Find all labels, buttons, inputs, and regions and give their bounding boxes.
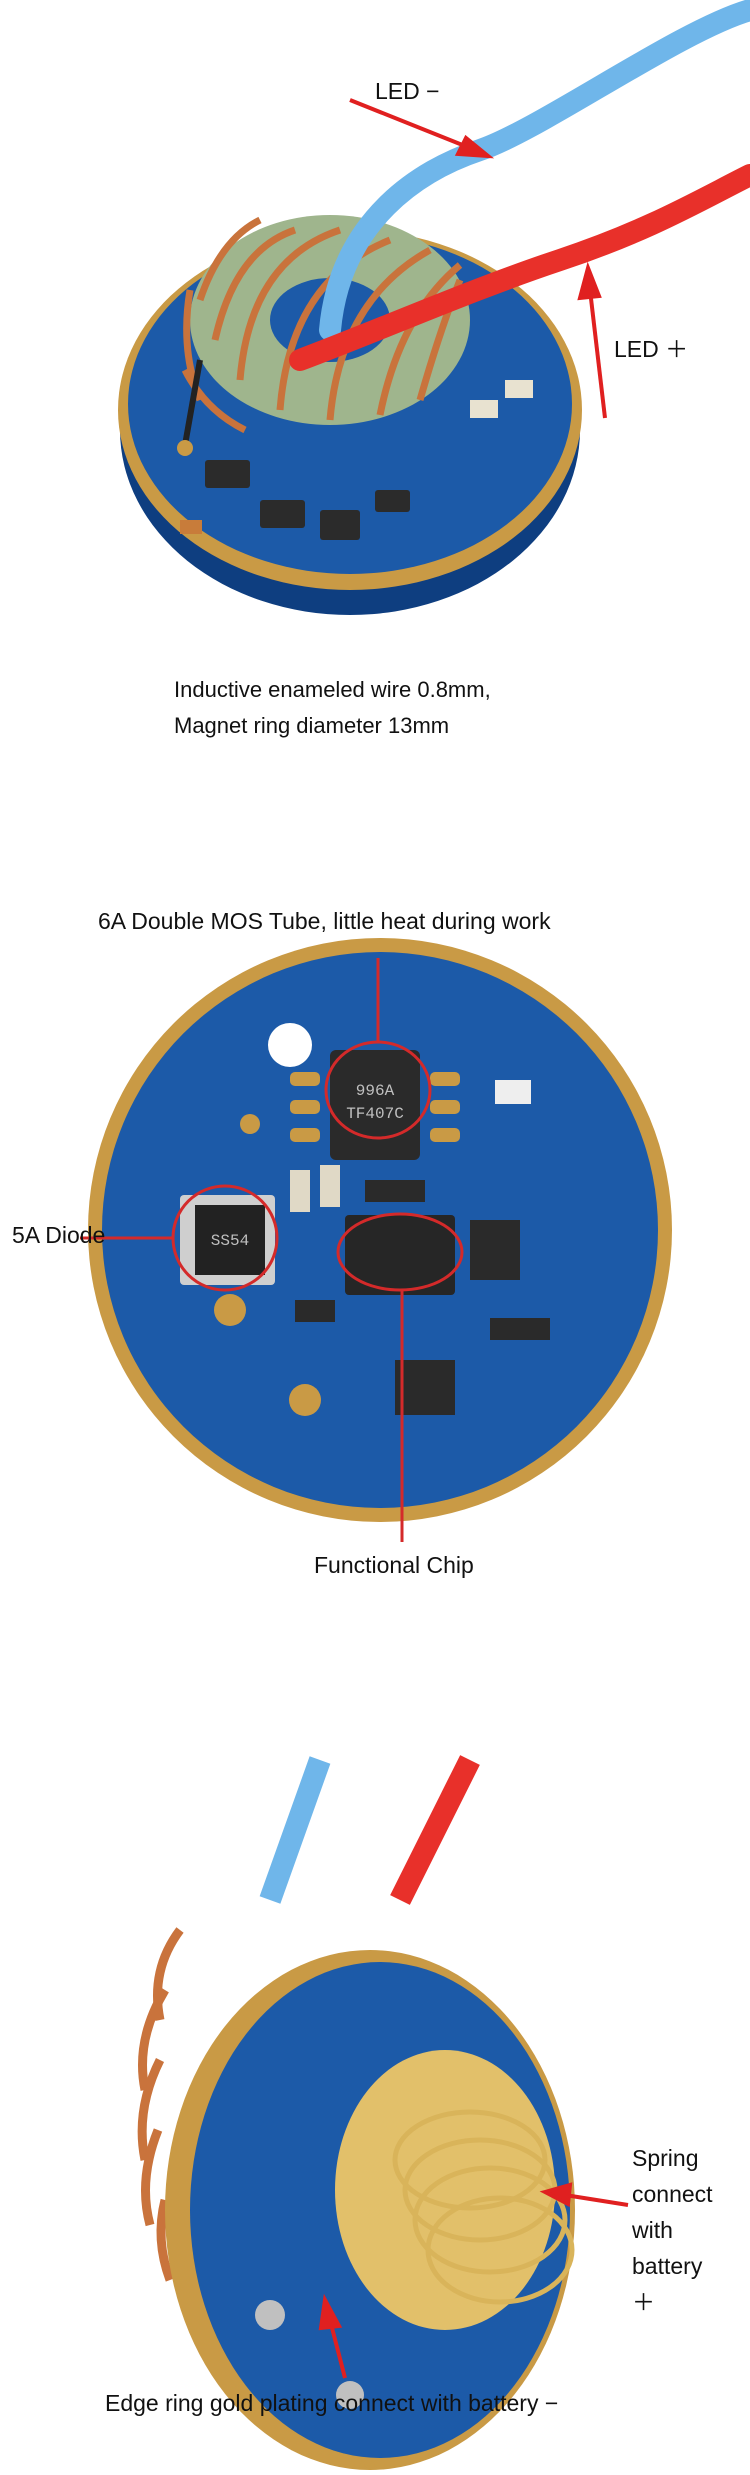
mos-marking: 996A bbox=[356, 1082, 395, 1100]
caption-line-1: Inductive enameled wire 0.8mm, bbox=[174, 677, 491, 702]
led-minus-label: LED − bbox=[375, 78, 440, 104]
spring-line-2: connect bbox=[632, 2181, 713, 2207]
spring-line-4: battery bbox=[632, 2253, 703, 2279]
diode-label: 5A Diode bbox=[12, 1222, 106, 1248]
svg-text:TF407C: TF407C bbox=[346, 1105, 404, 1123]
panel-inductor: LED − LED ＋ Inductive enameled wire 0.8m… bbox=[0, 0, 750, 800]
chip-label: Functional Chip bbox=[314, 1552, 474, 1578]
spring-line-5: ＋ bbox=[632, 2289, 655, 2315]
smd-component bbox=[205, 460, 250, 488]
mos-label: 6A Double MOS Tube, little heat during w… bbox=[98, 908, 551, 934]
edge-ring-label: Edge ring gold plating connect with batt… bbox=[105, 2390, 559, 2416]
driver-board-components-photo: 996A TF407C SS54 bbox=[80, 938, 672, 1542]
driver-board-spring-photo bbox=[137, 1755, 629, 2470]
spring-line-3: with bbox=[632, 2217, 673, 2243]
inductor-caption: Inductive enameled wire 0.8mm, Magnet ri… bbox=[174, 672, 491, 744]
panel-components: 996A TF407C SS54 6A Double MOS Tube, lit… bbox=[0, 860, 750, 1620]
spring-line-1: Spring bbox=[632, 2145, 699, 2171]
caption-line-2: Magnet ring diameter 13mm bbox=[174, 713, 450, 738]
diode-marking: SS54 bbox=[211, 1232, 249, 1250]
driver-board-top-photo bbox=[118, 0, 750, 615]
panel-spring: Spring connect with battery ＋ Edge ring … bbox=[0, 1755, 750, 2475]
led-plus-label: LED ＋ bbox=[614, 336, 689, 362]
spring-label: Spring connect with battery ＋ bbox=[632, 2140, 713, 2320]
